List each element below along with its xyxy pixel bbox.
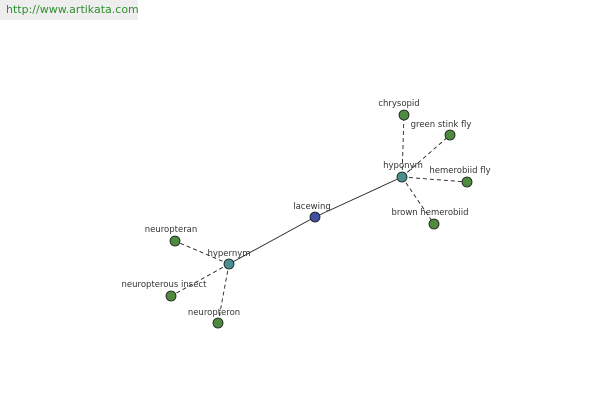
- node-hypernym[interactable]: [223, 258, 235, 270]
- node-neuropteran[interactable]: [169, 235, 181, 247]
- site-url-banner[interactable]: http://www.artikata.com: [0, 0, 139, 20]
- edge-hypernym-neuropteran: [174, 240, 230, 265]
- edge-hyponym-chrysopid: [401, 114, 405, 178]
- edge-lacewing-hyponym: [314, 176, 403, 218]
- edge-hyponym-green-stink-fly: [401, 134, 451, 178]
- node-label-lacewing[interactable]: lacewing: [293, 202, 331, 212]
- node-chrysopid[interactable]: [398, 109, 410, 121]
- node-label-neuropterous-insect[interactable]: neuropterous insect: [122, 280, 208, 290]
- node-label-hemerobiid-fly[interactable]: hemerobiid fly: [429, 166, 490, 176]
- edges-layer: [170, 114, 468, 324]
- node-label-brown-hemerobiid[interactable]: brown hemerobiid: [391, 208, 468, 218]
- node-hyponym[interactable]: [396, 171, 408, 183]
- labels-layer: lacewing hyponym hypernym chrysopid green st…: [122, 99, 491, 318]
- edge-hyponym-hemerobiid-fly: [401, 176, 468, 183]
- node-hemerobiid-fly[interactable]: [461, 176, 473, 188]
- node-label-neuropteran[interactable]: neuropteran: [145, 225, 198, 235]
- node-green-stink-fly[interactable]: [444, 129, 456, 141]
- node-label-neuropteron[interactable]: neuropteron: [188, 308, 240, 318]
- node-label-green-stink-fly[interactable]: green stink fly: [411, 120, 472, 130]
- edge-lacewing-hypernym: [228, 216, 316, 265]
- edge-hyponym-brown-hemerobiid: [401, 176, 435, 225]
- edge-hypernym-neuropteron: [217, 263, 230, 324]
- nodes-layer: [165, 109, 473, 329]
- node-lacewing[interactable]: [309, 211, 321, 223]
- node-brown-hemerobiid[interactable]: [428, 218, 440, 230]
- node-neuropteron[interactable]: [212, 317, 224, 329]
- node-label-hypernym[interactable]: hypernym: [207, 249, 250, 259]
- node-label-hyponym[interactable]: hyponym: [383, 161, 423, 171]
- node-label-chrysopid[interactable]: chrysopid: [378, 99, 419, 109]
- node-neuropterous-insect[interactable]: [165, 290, 177, 302]
